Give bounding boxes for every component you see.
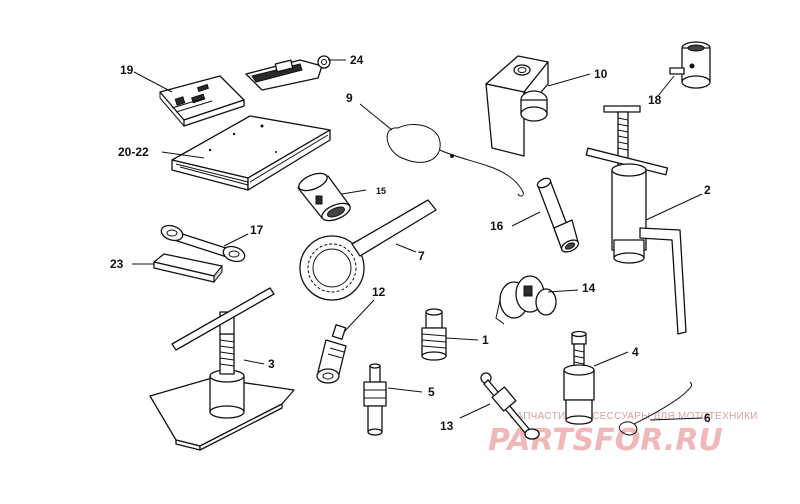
callout-labels: 19 24 10 18 9 20-22 15 16 2 17 23 7 14 1…: [110, 53, 711, 433]
callout-1: 1: [482, 333, 489, 347]
part-23-hex-bar: [153, 253, 223, 284]
part-18-sleeve: [669, 41, 711, 89]
callout-3: 3: [268, 357, 275, 371]
callout-24: 24: [350, 53, 364, 67]
part-9-wire-hook: [386, 124, 524, 197]
part-3-base-press: [149, 287, 295, 451]
part-6-spring-clip: [618, 381, 693, 436]
part-24-tool-roll: [245, 55, 331, 91]
callout-5: 5: [428, 385, 435, 399]
part-12-adaptor: [316, 324, 347, 384]
leader-lines: [132, 59, 703, 421]
part-16-box-spanner: [536, 177, 580, 253]
part-10-bracket: [485, 55, 549, 157]
callout-18: 18: [648, 93, 662, 107]
part-4-extractor: [563, 330, 595, 425]
part-1-bolt: [421, 308, 447, 361]
callout-7: 7: [418, 249, 425, 263]
callout-20-22: 20-22: [118, 145, 149, 159]
part-13-rod: [480, 372, 540, 440]
callout-2: 2: [704, 183, 711, 197]
callout-12: 12: [372, 285, 386, 299]
part-7-c-spanner: [299, 199, 437, 301]
callout-13: 13: [440, 419, 454, 433]
callout-15: 15: [376, 186, 386, 196]
part-5-puller: [363, 363, 387, 436]
callout-10: 10: [594, 67, 608, 81]
part-2-press: [585, 105, 687, 335]
part-19-booklet: [159, 75, 245, 127]
part-20-22-manual: [171, 115, 331, 191]
callout-19: 19: [120, 63, 134, 77]
callout-23: 23: [110, 257, 124, 271]
part-15-socket: [297, 172, 351, 222]
callout-4: 4: [632, 345, 639, 359]
watermark-caption: ЗАПЧАСТИ И АКСЕССУАРЫ ДЛЯ МОТОТЕХНИКИ: [510, 411, 758, 422]
callout-17: 17: [250, 223, 264, 237]
callout-16: 16: [490, 219, 504, 233]
callout-14: 14: [582, 281, 596, 295]
callout-9: 9: [346, 91, 353, 105]
part-17-spanner: [160, 224, 246, 263]
part-14-clamp: [495, 275, 557, 325]
callout-6: 6: [704, 411, 711, 425]
